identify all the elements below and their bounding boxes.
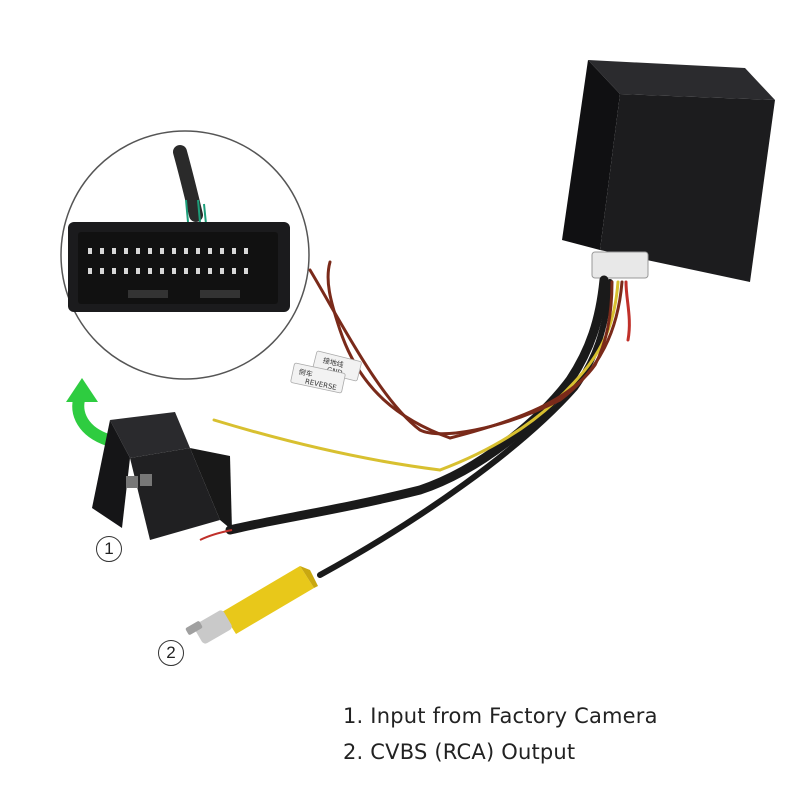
item-2-marker: 2 [158,640,184,666]
wire-harness [212,260,631,578]
curved-arrow-up-icon [66,378,114,446]
interface-module [562,60,775,282]
factory-camera-connector [92,412,233,541]
caption-input: 1. Input from Factory Camera [343,704,658,728]
item-1-marker: 1 [96,536,122,562]
caption-output: 2. CVBS (RCA) Output [343,740,576,764]
reverse-tag-line1: 倒车 [298,367,314,379]
rca-plug [185,566,318,644]
connector-closeup [60,130,310,380]
